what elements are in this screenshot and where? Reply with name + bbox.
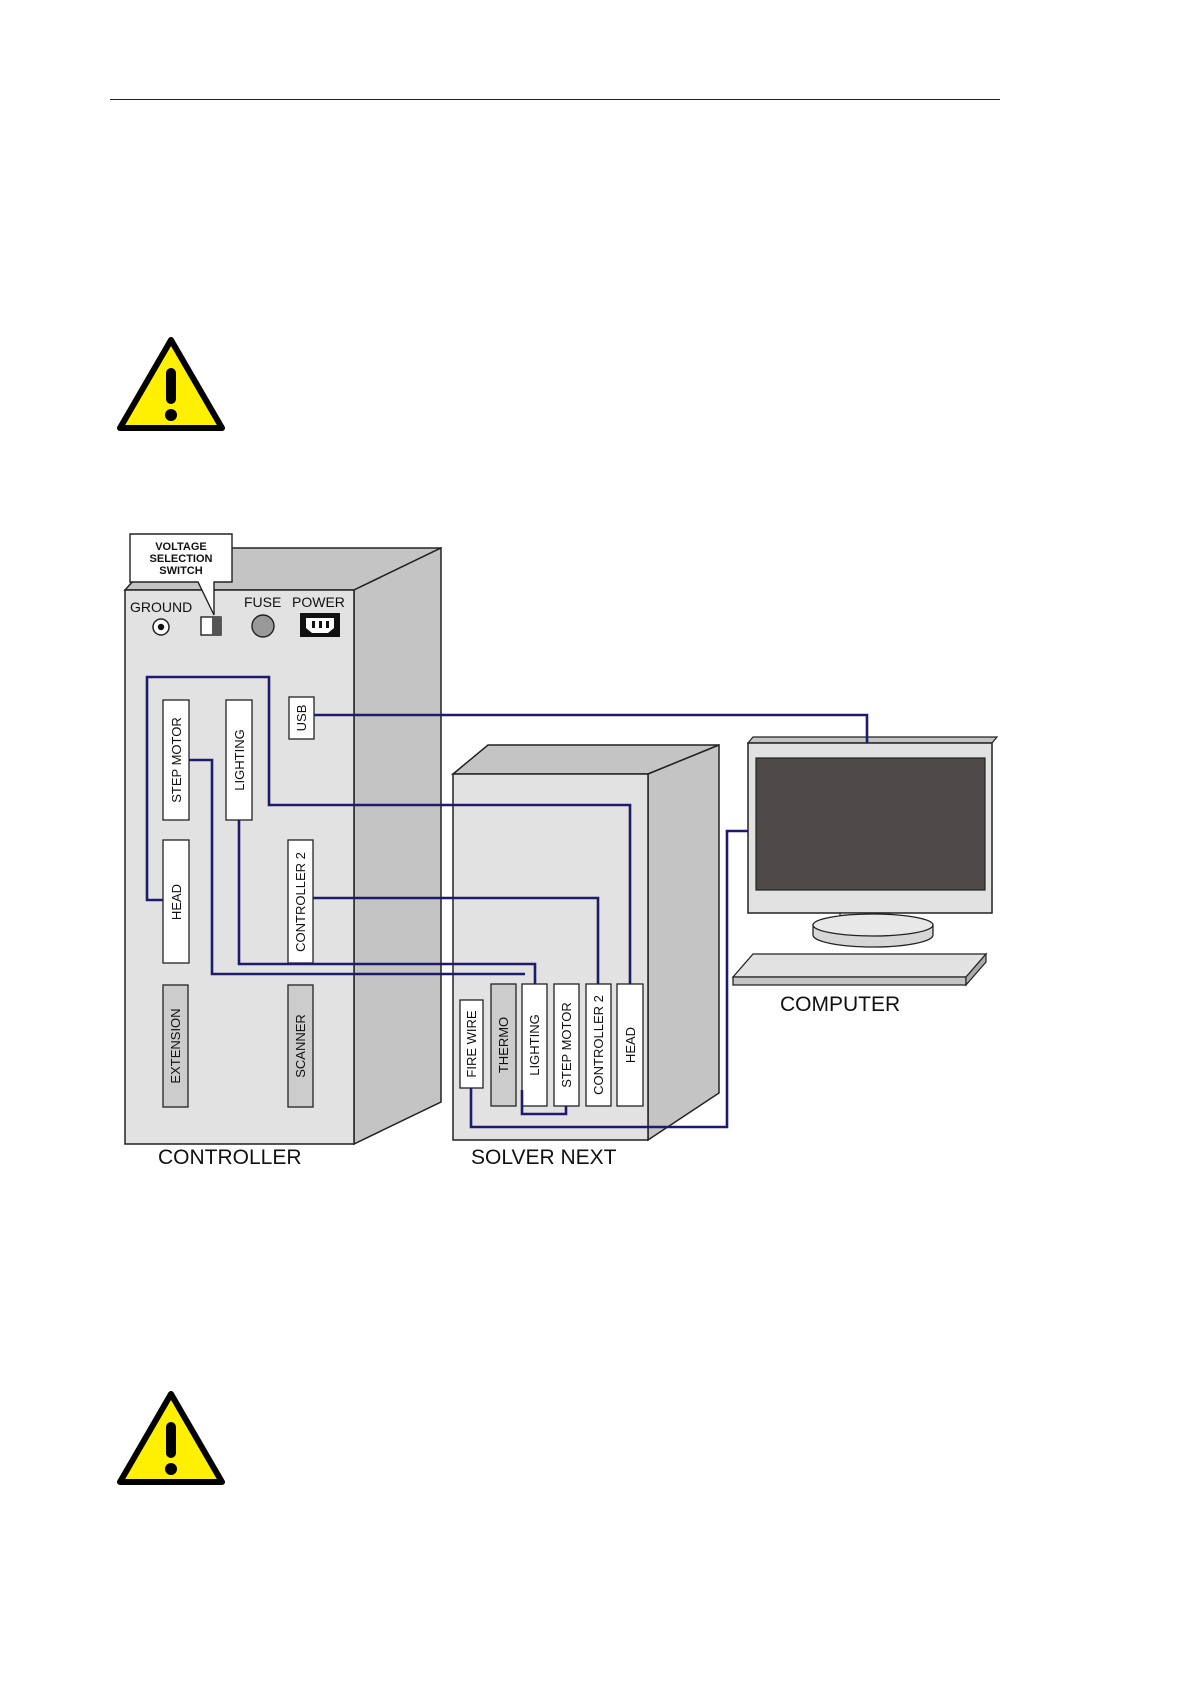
controller-port-head[interactable]: HEAD	[163, 840, 189, 963]
svg-text:CONTROLLER 2: CONTROLLER 2	[591, 995, 606, 1095]
controller-port-controller2[interactable]: CONTROLLER 2	[288, 840, 313, 963]
svg-text:HEAD: HEAD	[169, 884, 184, 920]
solver-port-fire-wire[interactable]: FIRE WIRE	[460, 1000, 483, 1088]
computer-label: COMPUTER	[780, 993, 900, 1016]
warning-icon-bottom	[116, 1390, 226, 1486]
svg-text:THERMO: THERMO	[496, 1017, 511, 1073]
svg-text:CONTROLLER 2: CONTROLLER 2	[293, 852, 308, 952]
fuse-holder	[252, 615, 274, 637]
monitor-screen	[756, 758, 985, 890]
callout-line2: SELECTION	[150, 553, 213, 565]
svg-text:FIRE WIRE: FIRE WIRE	[464, 1010, 479, 1077]
monitor-top-edge	[748, 737, 997, 743]
controller-port-usb[interactable]: USB	[289, 697, 314, 739]
svg-text:SCANNER: SCANNER	[293, 1014, 308, 1078]
controller-label: CONTROLLER	[158, 1146, 302, 1169]
fuse-label: FUSE	[244, 594, 281, 610]
solver-port-controller2[interactable]: CONTROLLER 2	[586, 984, 611, 1106]
controller-port-extension[interactable]: EXTENSION	[163, 985, 188, 1107]
svg-text:HEAD: HEAD	[623, 1027, 638, 1063]
svg-text:LIGHTING: LIGHTING	[527, 1014, 542, 1075]
computer	[733, 737, 997, 985]
power-socket[interactable]	[300, 613, 340, 637]
controller-port-scanner[interactable]: SCANNER	[288, 985, 313, 1107]
svg-text:STEP MOTOR: STEP MOTOR	[169, 717, 184, 802]
solver-port-step-motor[interactable]: STEP MOTOR	[554, 984, 579, 1106]
controller-port-lighting[interactable]: LIGHTING	[226, 700, 252, 820]
solver-label: SOLVER NEXT	[471, 1146, 617, 1169]
solver-port-lighting[interactable]: LIGHTING	[522, 984, 547, 1106]
controller-side	[354, 548, 441, 1144]
solver-port-thermo[interactable]: THERMO	[491, 984, 516, 1106]
svg-text:USB: USB	[294, 705, 309, 732]
solver-port-head[interactable]: HEAD	[617, 984, 643, 1106]
keyboard[interactable]	[733, 954, 986, 977]
svg-text:STEP MOTOR: STEP MOTOR	[559, 1002, 574, 1087]
svg-text:EXTENSION: EXTENSION	[168, 1008, 183, 1083]
callout-line3: SWITCH	[159, 565, 202, 577]
svg-text:LIGHTING: LIGHTING	[232, 729, 247, 790]
ground-label: GROUND	[130, 599, 192, 615]
callout-line1: VOLTAGE	[155, 541, 207, 553]
controller-port-step-motor[interactable]: STEP MOTOR	[163, 700, 189, 820]
power-label: POWER	[292, 594, 345, 610]
solver-side	[648, 745, 719, 1140]
